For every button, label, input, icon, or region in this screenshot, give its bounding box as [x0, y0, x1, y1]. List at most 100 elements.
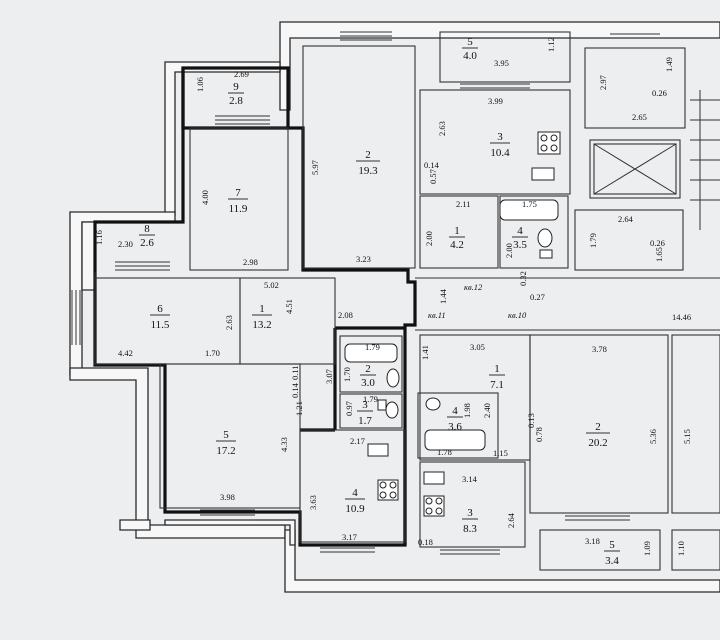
outer-walls [69, 21, 720, 593]
room-number: 2 [595, 421, 601, 433]
dimension: 1.65 [654, 247, 664, 262]
room-area: 17.2 [216, 445, 235, 457]
fixtures [344, 131, 561, 517]
dimension: 1.12 [546, 37, 556, 52]
dimension: 4.33 [279, 437, 289, 452]
dimension: 3.63 [308, 495, 318, 510]
dimension: 2.11 [456, 199, 471, 209]
interior-walls [94, 31, 720, 571]
room-area: 2.6 [140, 237, 154, 249]
room-number: 1 [259, 303, 265, 315]
dimension: 2.63 [437, 121, 447, 136]
room-area: 8.3 [463, 523, 477, 535]
dimension: 3.95 [494, 58, 509, 68]
room-number: 8 [144, 223, 150, 235]
dimension: 2.98 [243, 257, 258, 267]
dimension: 2.63 [224, 315, 234, 330]
dimension: 5.36 [648, 429, 658, 444]
dimension: 1.98 [462, 403, 472, 418]
room-number: 3 [362, 399, 368, 411]
dimension: 2.97 [598, 75, 608, 90]
dimension: 1.15 [493, 448, 508, 458]
dimension: 1.49 [664, 57, 674, 72]
room-area: 11.5 [151, 319, 170, 331]
room-area: 10.4 [490, 147, 510, 159]
dimension: 0.14 [424, 160, 440, 170]
dimension: 1.78 [437, 447, 452, 457]
dimension: 2.64 [618, 214, 634, 224]
windows [71, 31, 660, 555]
dimension: 3.07 [324, 369, 334, 384]
room-area: 4.0 [463, 50, 477, 62]
dimension: 4.51 [284, 299, 294, 314]
room-area: 2.8 [229, 95, 243, 107]
room-number: 5 [609, 539, 615, 551]
dimension: 1.70 [342, 367, 352, 382]
room-area: 3.4 [605, 555, 619, 567]
dimension: 1.75 [522, 199, 537, 209]
corridor-labels: кв.12 кв.11 кв.10 [428, 282, 527, 320]
dimension: 3.14 [462, 474, 478, 484]
room-number: 2 [365, 149, 371, 161]
room-number: 5 [223, 429, 229, 441]
room-area: 7.1 [490, 379, 504, 391]
dimension: 3.99 [488, 96, 503, 106]
room-number: 4 [517, 225, 523, 237]
dimension: 0.26 [650, 238, 665, 248]
room-number: 3 [467, 507, 473, 519]
room-number: 4 [452, 405, 458, 417]
dimension: 0.27 [530, 292, 545, 302]
dimension: 0.11 [290, 365, 300, 380]
dimension: 5.02 [264, 280, 279, 290]
dimension: 3.78 [592, 344, 607, 354]
room-number: 6 [157, 303, 163, 315]
dimension: 3.23 [356, 254, 371, 264]
dimension: 2.08 [338, 310, 353, 320]
room-number: 7 [235, 187, 241, 199]
dimension: 0.26 [652, 88, 667, 98]
dimension: 0.78 [534, 427, 544, 442]
room-number: 9 [233, 81, 239, 93]
dimension: 2.64 [506, 512, 516, 528]
room-number: 3 [497, 131, 503, 143]
dimension: 3.17 [342, 532, 357, 542]
dimension: 2.17 [350, 436, 365, 446]
room-number: 1 [454, 225, 460, 237]
dimension: 2.00 [424, 231, 434, 246]
dimension: 3.05 [470, 342, 485, 352]
room-area: 1.7 [358, 415, 372, 427]
room-area: 3.0 [361, 377, 375, 389]
dimension: 2.00 [504, 243, 514, 258]
room-number: 2 [365, 363, 371, 375]
room-area: 13.2 [252, 319, 271, 331]
dimension: 2.65 [632, 112, 647, 122]
dimension: 1.16 [94, 230, 104, 245]
bath-wall [300, 326, 407, 545]
room-area: 3.5 [513, 239, 527, 251]
room-number: 5 [467, 36, 473, 48]
dimension: 0.14 [290, 382, 300, 398]
dimension: 1.79 [365, 342, 380, 352]
apartment-label: кв.11 [428, 310, 446, 320]
dimension: 1.44 [438, 288, 448, 304]
apartment-label: кв.12 [464, 282, 483, 292]
dimension: 0.97 [344, 401, 354, 416]
dimension: 2.69 [234, 69, 249, 79]
dimension: 4.42 [118, 348, 133, 358]
dimension: 5.97 [310, 160, 320, 175]
dimension: 14.46 [672, 312, 691, 322]
dimension: 0.18 [418, 537, 433, 547]
dimension: 1.41 [420, 345, 430, 360]
dimension: 0.57 [428, 169, 438, 184]
dimension: 2.40 [482, 403, 492, 418]
dimension: 3.98 [220, 492, 235, 502]
dimension: 1.70 [205, 348, 220, 358]
dimension: 3.18 [585, 536, 600, 546]
dimension: 0.13 [526, 413, 536, 428]
apartment-label: кв.10 [508, 310, 527, 320]
dimension: 1.79 [363, 394, 378, 404]
room-number: 1 [494, 363, 500, 375]
room-number: 4 [352, 487, 358, 499]
dimension-labels: 2.69 1.06 4.00 2.98 5.97 3.23 3.95 1.12 … [94, 37, 692, 556]
room-area: 10.9 [345, 503, 365, 515]
